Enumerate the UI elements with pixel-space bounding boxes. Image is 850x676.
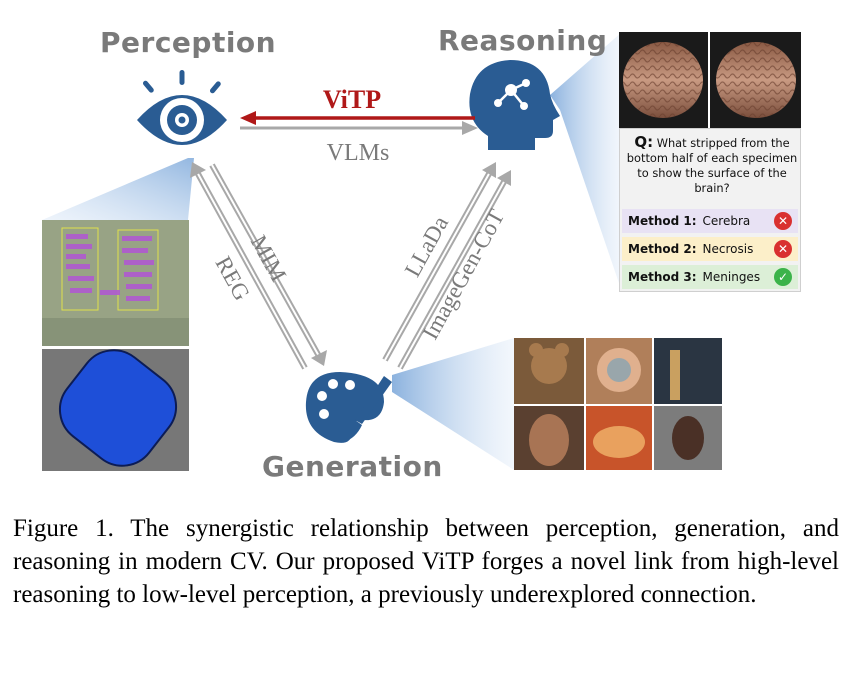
llada-arrow [382, 162, 496, 362]
reg-arrow [190, 162, 308, 370]
mim-arrow [209, 163, 327, 366]
qa-panel: Q: What stripped from the bottom half of… [619, 128, 801, 292]
method-row-3: Method 3: Meninges ✓ [622, 265, 798, 289]
figure-caption: Figure 1. The synergistic relationship b… [13, 515, 839, 608]
generated-images-grid [514, 338, 722, 470]
perception-label: Perception [100, 26, 277, 59]
head-icon [469, 60, 560, 150]
method-label: Method 1: [628, 214, 697, 228]
question-text: What stripped from the bottom half of ea… [626, 136, 798, 195]
generation-label: Generation [262, 450, 443, 483]
beam-perception [42, 158, 194, 220]
satellite-image [42, 220, 189, 346]
method-answer: Meninges [702, 270, 761, 284]
vlms-label: VLMs [327, 140, 390, 166]
vitp-label: ViTP [323, 85, 381, 114]
diagram-canvas: ViTP VLMs MIM REG LLaDa ImageGen-CoT [42, 32, 801, 471]
method-label: Method 3: [628, 270, 697, 284]
diagram: ViTP VLMs MIM REG LLaDa ImageGen-CoT [42, 24, 801, 483]
cross-icon: ✕ [774, 240, 792, 258]
vlms-arrow [240, 121, 478, 135]
method-answer: Necrosis [702, 242, 754, 256]
brain-image [619, 32, 801, 128]
method-answer: Cerebra [702, 214, 751, 228]
reasoning-label: Reasoning [438, 24, 608, 57]
method-label: Method 2: [628, 242, 697, 256]
segmentation-image [42, 349, 189, 471]
check-icon: ✓ [774, 268, 792, 286]
vitp-arrow [240, 111, 475, 125]
palette-icon [305, 372, 392, 443]
imagegen-cot-arrow [397, 170, 511, 370]
cross-icon: ✕ [774, 212, 792, 230]
qa-question: Q: What stripped from the bottom half of… [626, 135, 798, 196]
eye-icon [137, 70, 227, 145]
method-row-2: Method 2: Necrosis ✕ [622, 237, 798, 261]
method-row-1: Method 1: Cerebra ✕ [622, 209, 798, 233]
beam-generation [392, 338, 514, 470]
q-mark: Q: [634, 133, 654, 151]
beam-reasoning [550, 32, 622, 292]
